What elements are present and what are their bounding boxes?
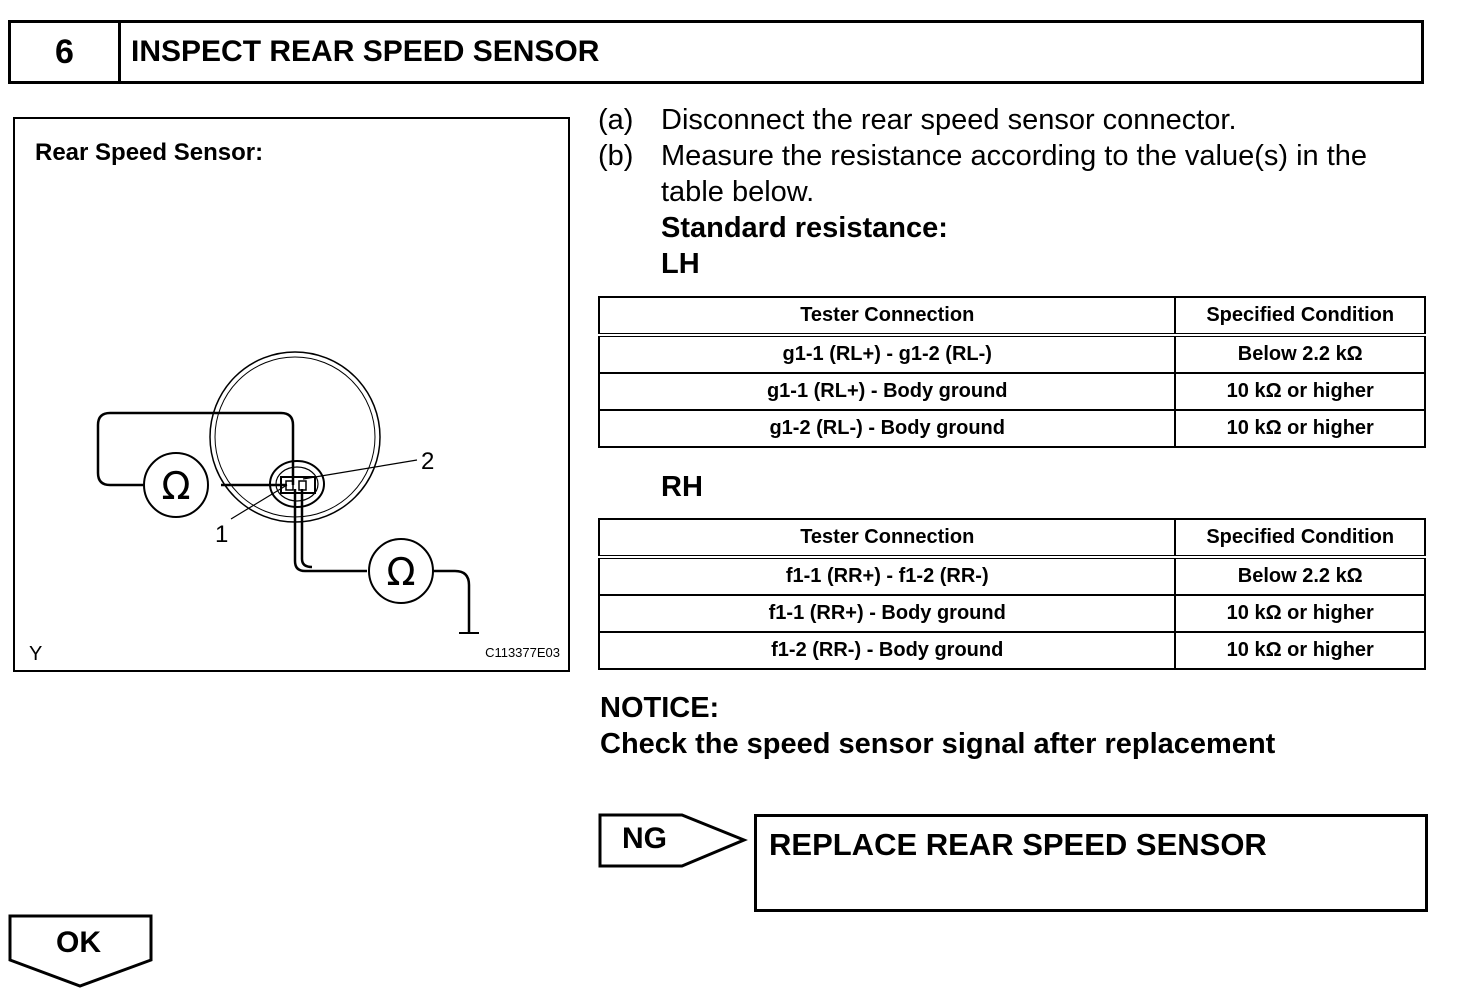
figure-code: C113377E03 (485, 645, 560, 660)
column-header: Tester Connection (597, 296, 1177, 337)
instruction-a-text: Disconnect the rear speed sensor connect… (661, 104, 1237, 136)
standard-resistance-label: Standard resistance: (661, 212, 948, 244)
instruction-a: (a) Disconnect the rear speed sensor con… (598, 102, 1428, 142)
table-row: f1-1 (RR+) - f1-2 (RR-) Below 2.2 kΩ (597, 556, 1426, 596)
step-title: INSPECT REAR SPEED SENSOR (131, 35, 600, 68)
column-header: Specified Condition (1174, 296, 1426, 337)
instruction-b: (b) Measure the resistance according to … (598, 138, 1428, 214)
ohmmeter-2-symbol: Ω (386, 550, 415, 594)
rh-label: RH (661, 471, 703, 503)
table-row: g1-1 (RL+) - g1-2 (RL-) Below 2.2 kΩ (597, 334, 1426, 374)
table-row: f1-2 (RR-) - Body ground 10 kΩ or higher (597, 631, 1426, 670)
meter-2-lead-a (293, 489, 367, 573)
figure-corner-mark: Y (29, 643, 43, 665)
ng-arrow-icon (598, 813, 748, 868)
tester-connection-cell: g1-2 (RL-) - Body ground (597, 409, 1177, 448)
instruction-b-text-line2: table below. (661, 176, 815, 208)
specified-condition-cell: Below 2.2 kΩ (1174, 334, 1426, 374)
step-header: 6 INSPECT REAR SPEED SENSOR (8, 20, 1424, 84)
table-row: g1-1 (RL+) - Body ground 10 kΩ or higher (597, 372, 1426, 411)
specified-condition-cell: 10 kΩ or higher (1174, 372, 1426, 411)
tester-connection-cell: f1-2 (RR-) - Body ground (597, 631, 1177, 670)
column-header: Specified Condition (1174, 518, 1426, 559)
figure-title: Rear Speed Sensor: (35, 139, 264, 166)
column-header: Tester Connection (597, 518, 1177, 559)
lh-resistance-table: Tester Connection Specified Condition g1… (597, 296, 1426, 448)
ok-arrow-icon (8, 914, 153, 988)
ground-lead (433, 569, 471, 633)
ng-label: NG (622, 822, 667, 855)
specified-condition-cell: 10 kΩ or higher (1174, 631, 1426, 670)
tester-connection-cell: f1-1 (RR+) - f1-2 (RR-) (597, 556, 1177, 596)
callout-leader-2 (302, 459, 418, 480)
meter-1-lead (96, 411, 295, 487)
ohmmeter-1-symbol: Ω (161, 464, 190, 508)
tester-connection-cell: g1-1 (RL+) - Body ground (597, 372, 1177, 411)
instruction-a-tag: (a) (598, 104, 634, 136)
instruction-b-tag: (b) (598, 140, 634, 172)
table-row: f1-1 (RR+) - Body ground 10 kΩ or higher (597, 594, 1426, 633)
tester-connection-cell: f1-1 (RR+) - Body ground (597, 594, 1177, 633)
lh-label: LH (661, 248, 700, 280)
specified-condition-cell: Below 2.2 kΩ (1174, 556, 1426, 596)
callout-label-2: 2 (421, 448, 434, 475)
notice-text: Check the speed sensor signal after repl… (600, 728, 1276, 760)
table-header-row: Tester Connection Specified Condition (597, 518, 1426, 559)
instruction-b-text-line1: Measure the resistance according to the … (661, 140, 1368, 172)
sensor-figure: Rear Speed Sensor: Ω Ω 1 2 Y C113377E03 (13, 117, 570, 672)
ng-result-box: REPLACE REAR SPEED SENSOR (754, 814, 1428, 912)
specified-condition-cell: 10 kΩ or higher (1174, 594, 1426, 633)
table-header-row: Tester Connection Specified Condition (597, 296, 1426, 337)
ok-label: OK (56, 926, 101, 959)
rh-resistance-table: Tester Connection Specified Condition f1… (597, 518, 1426, 670)
specified-condition-cell: 10 kΩ or higher (1174, 409, 1426, 448)
tester-connection-cell: g1-1 (RL+) - g1-2 (RL-) (597, 334, 1177, 374)
callout-label-1: 1 (215, 521, 228, 548)
ohmmeter-1 (143, 452, 209, 518)
sensor-diagram: Ω Ω 1 2 (96, 351, 479, 634)
step-number: 6 (11, 23, 121, 81)
table-row: g1-2 (RL-) - Body ground 10 kΩ or higher (597, 409, 1426, 448)
notice-heading: NOTICE: (600, 692, 720, 724)
callout-leader-1 (230, 484, 288, 520)
ng-action-text: REPLACE REAR SPEED SENSOR (769, 827, 1267, 862)
meter-2-lead-b (300, 489, 313, 569)
